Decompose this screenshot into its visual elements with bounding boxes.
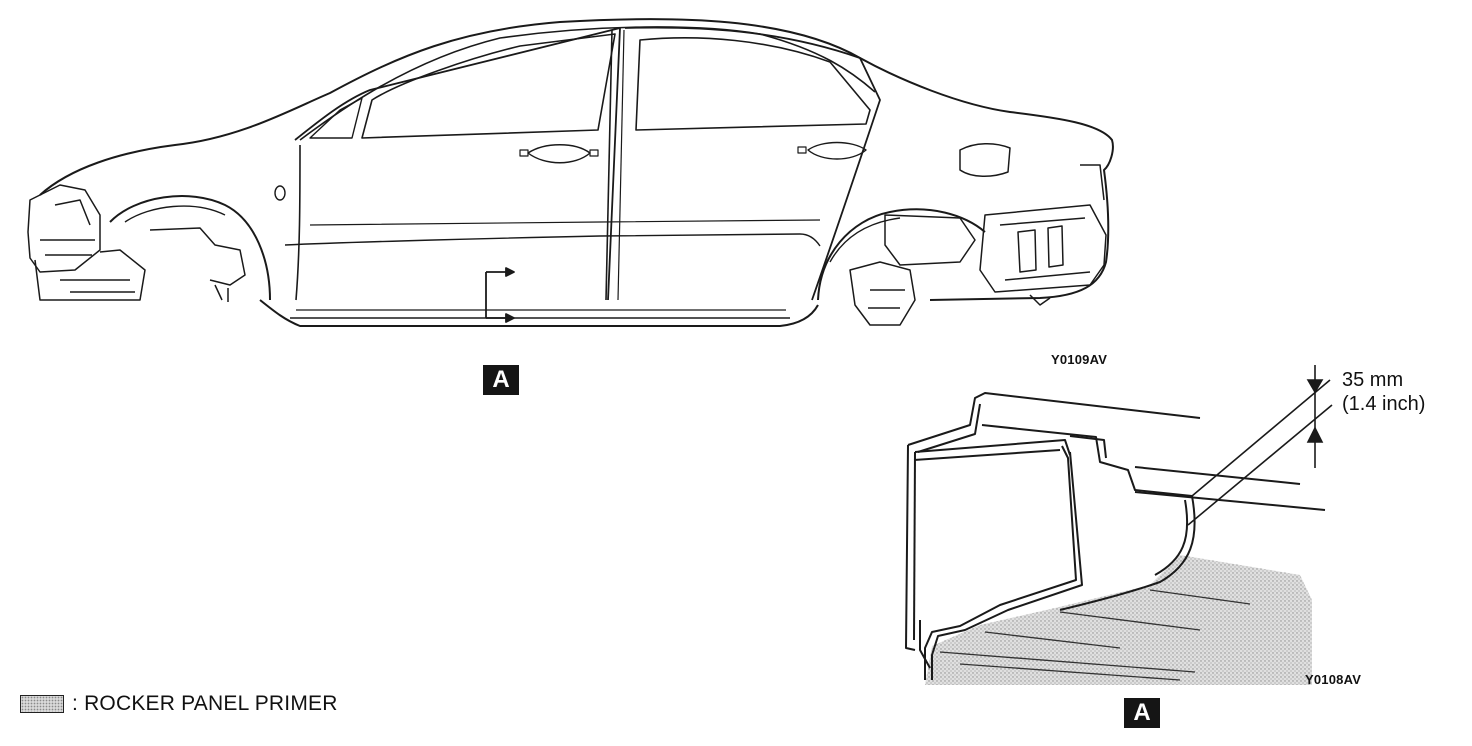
- fuel-door: [959, 143, 1011, 177]
- front-wheel-arch: [109, 195, 271, 301]
- rear-structure: [849, 164, 1107, 326]
- dimension-mm-label: 35 mm: [1342, 369, 1404, 391]
- car-section-mark: A: [483, 365, 519, 395]
- front-window: [361, 33, 616, 139]
- legend-label: : ROCKER PANEL PRIMER: [72, 692, 338, 715]
- car-figure-code: Y0109AV: [1051, 352, 1108, 367]
- car-body-drawing: [27, 18, 1114, 327]
- car-body-outline: [39, 18, 1114, 301]
- rocker-section-detail: [905, 365, 1333, 685]
- front-structure: [27, 184, 246, 302]
- rocker-panel: [259, 299, 819, 327]
- section-cut-arrow: [485, 267, 515, 323]
- dimension-inch-label: (1.4 inch): [1342, 393, 1426, 415]
- primer-swatch: [20, 695, 64, 713]
- dimension-lines: [1187, 365, 1333, 526]
- rear-window: [635, 37, 871, 131]
- legend: : ROCKER PANEL PRIMER: [20, 692, 338, 716]
- detail-section-mark: A: [1124, 698, 1160, 728]
- detail-figure-code: Y0108AV: [1305, 672, 1362, 687]
- rear-wheel-arch: [817, 208, 986, 301]
